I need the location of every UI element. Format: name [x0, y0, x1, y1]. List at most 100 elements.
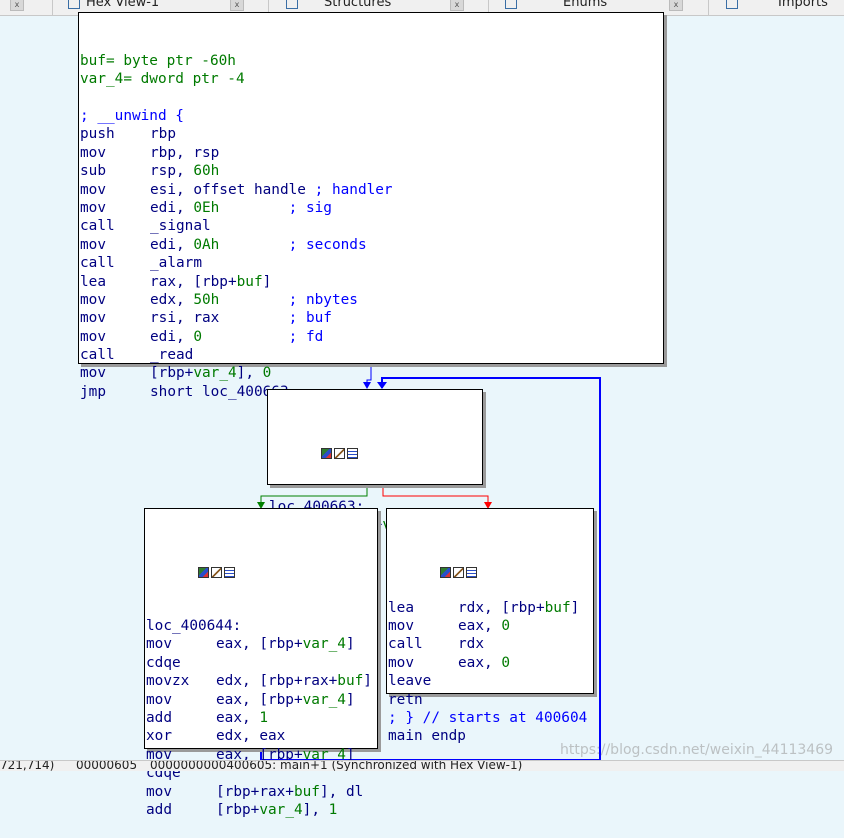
instruction-mnemonic: retn [388, 691, 423, 708]
code-variable: buf [544, 599, 571, 616]
code-operand: ], dl [319, 783, 364, 800]
instruction-mnemonic: call [388, 636, 423, 653]
node-edit-icon[interactable] [210, 567, 222, 579]
code-line[interactable]: ; __unwind { [79, 107, 663, 125]
node-list-icon[interactable] [465, 567, 477, 579]
close-icon[interactable]: x [10, 0, 24, 11]
code-operand: [rbp+ [216, 801, 260, 818]
tab-enums[interactable]: Enums x [505, 0, 683, 13]
code-line[interactable]: call_alarm [79, 254, 663, 272]
instruction-mnemonic: mov [146, 691, 172, 708]
instruction-mnemonic: lea [388, 599, 414, 616]
code-operand: eax, [rbp+ [216, 691, 303, 708]
code-line[interactable]: var_4= dword ptr -4 [79, 70, 663, 88]
tab-close-current[interactable]: x [4, 0, 26, 13]
code-operand: edx, [150, 291, 194, 308]
node-list-icon[interactable] [346, 448, 358, 460]
code-comment: ; handler [314, 181, 393, 198]
code-operand: ] [363, 673, 372, 690]
code-operand: eax, [rbp+ [216, 636, 303, 653]
code-line[interactable] [79, 89, 663, 107]
code-operand: rbp, rsp [150, 144, 220, 161]
code-line[interactable]: mov[rbp+rax+buf], dl [145, 783, 377, 801]
status-offset: 00000605 [76, 760, 138, 771]
code-line[interactable]: mov[rbp+var_4], 0 [79, 364, 663, 382]
code-line[interactable]: main endp [387, 727, 593, 745]
code-operand: edi, [150, 328, 194, 345]
close-icon[interactable]: x [230, 0, 244, 11]
code-operand: _read [150, 347, 194, 364]
code-operand: edi, [150, 199, 194, 216]
code-line[interactable]: call_read [79, 346, 663, 364]
node-edit-icon[interactable] [452, 567, 464, 579]
close-icon[interactable]: x [669, 0, 683, 11]
code-line[interactable]: add[rbp+var_4], 1 [145, 801, 377, 819]
node-edit-icon[interactable] [333, 448, 345, 460]
tab-label: Hex View-1 [86, 0, 160, 10]
code-line[interactable] [145, 599, 377, 617]
code-comment: ; buf [219, 310, 332, 327]
code-variable: var_4 [302, 746, 346, 763]
code-operand: _signal [150, 218, 211, 235]
code-block-loop-head[interactable]: loc_400663:cmp[rbp+var_4], 4Fhjleshort l… [267, 389, 483, 552]
tab-hex-view[interactable]: Hex View-1 x [68, 0, 244, 13]
code-immediate: 0 [501, 618, 510, 635]
code-line[interactable]: buf= byte ptr -60h [79, 52, 663, 70]
node-color-icon[interactable] [320, 448, 332, 460]
code-comment: ; __unwind { [80, 107, 184, 124]
tab-label: Imports [778, 0, 828, 10]
code-line[interactable]: retn [387, 691, 593, 709]
node-color-icon[interactable] [439, 567, 451, 579]
code-operand: [rbp+ [150, 365, 194, 382]
tab-imports[interactable]: Imports [726, 0, 828, 13]
block-header [387, 546, 593, 579]
code-line[interactable] [268, 480, 482, 498]
code-immediate: 0 [501, 654, 510, 671]
close-icon[interactable]: x [450, 0, 464, 11]
code-immediate: 0 [193, 328, 202, 345]
instruction-mnemonic: mov [388, 618, 414, 635]
code-operand: eax, [rbp+ [216, 746, 303, 763]
status-address: 0000000000400605: main+1 (Synchronized w… [150, 760, 523, 771]
code-line[interactable]: cdqe [145, 654, 377, 672]
node-color-icon[interactable] [197, 567, 209, 579]
code-line[interactable]: ; } // starts at 400604 [387, 709, 593, 727]
code-operand: short loc_400663 [150, 383, 289, 400]
node-list-icon[interactable] [223, 567, 235, 579]
code-line[interactable]: loc_400644: [145, 617, 377, 635]
code-immediate: 60h [193, 163, 220, 180]
code-comment: ; fd [202, 328, 324, 345]
code-immediate: 1 [328, 801, 338, 818]
instruction-mnemonic: mov [388, 654, 414, 671]
code-line[interactable]: call_signal [79, 217, 663, 235]
code-label: loc_400644: [146, 618, 242, 635]
tab-structures[interactable]: Structures x [286, 0, 464, 13]
code-operand: ] [345, 636, 355, 653]
code-operand: ], [302, 801, 329, 818]
code-line[interactable]: leave [387, 672, 593, 690]
